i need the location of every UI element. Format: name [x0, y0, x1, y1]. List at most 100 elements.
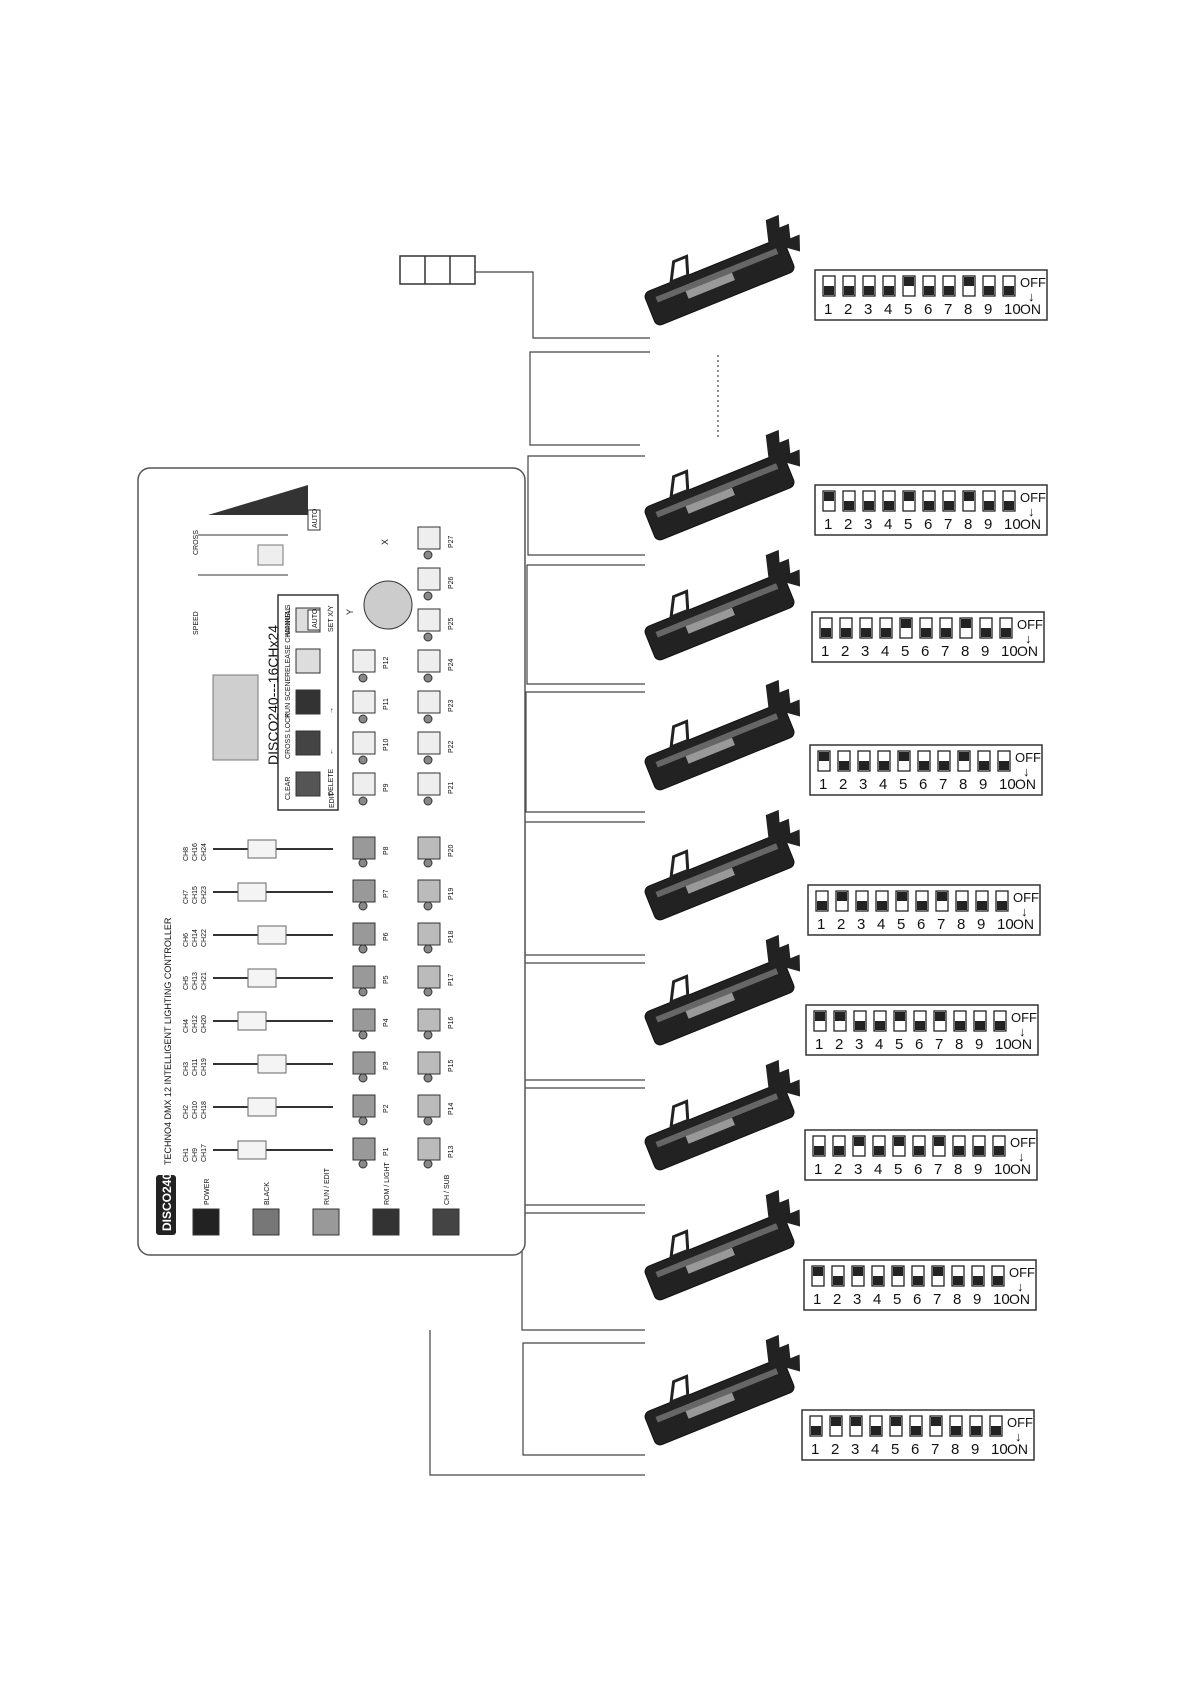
program-button-P4[interactable] — [352, 1008, 376, 1032]
dip-1-switch-1[interactable] — [822, 275, 836, 297]
program-button-P9[interactable] — [352, 772, 376, 796]
program-button-P25[interactable] — [417, 608, 441, 632]
dip-9-switch-6[interactable] — [909, 1415, 923, 1437]
dip-5-switch-9[interactable] — [975, 890, 989, 912]
program-button-P3[interactable] — [352, 1051, 376, 1075]
program-button-P22[interactable] — [417, 731, 441, 755]
dip-8-switch-5[interactable] — [891, 1265, 905, 1287]
dip-3-switch-5[interactable] — [899, 617, 913, 639]
dip-1-switch-9[interactable] — [982, 275, 996, 297]
program-button-P8[interactable] — [352, 836, 376, 860]
fader-knob-3[interactable] — [237, 1011, 267, 1031]
program-button-P7[interactable] — [352, 879, 376, 903]
dip-4-switch-7[interactable] — [937, 750, 951, 772]
program-button-P23[interactable] — [417, 690, 441, 714]
dip-7-switch-5[interactable] — [892, 1135, 906, 1157]
dip-7-switch-3[interactable] — [852, 1135, 866, 1157]
dip-4-switch-1[interactable] — [817, 750, 831, 772]
dip-3-switch-8[interactable] — [959, 617, 973, 639]
dip-4-switch-6[interactable] — [917, 750, 931, 772]
dip-1-switch-4[interactable] — [882, 275, 896, 297]
dip-8-switch-9[interactable] — [971, 1265, 985, 1287]
left-button-1[interactable] — [252, 1208, 280, 1236]
dip-1-switch-5[interactable] — [902, 275, 916, 297]
dip-7-switch-2[interactable] — [832, 1135, 846, 1157]
left-button-3[interactable] — [372, 1208, 400, 1236]
dip-1-switch-2[interactable] — [842, 275, 856, 297]
program-button-P21[interactable] — [417, 772, 441, 796]
dip-2-switch-1[interactable] — [822, 490, 836, 512]
dip-9-switch-2[interactable] — [829, 1415, 843, 1437]
dip-2-switch-9[interactable] — [982, 490, 996, 512]
fader-knob-0[interactable] — [237, 1140, 267, 1160]
dip-5-switch-8[interactable] — [955, 890, 969, 912]
dip-5-switch-5[interactable] — [895, 890, 909, 912]
dip-5-switch-1[interactable] — [815, 890, 829, 912]
dip-4-switch-3[interactable] — [857, 750, 871, 772]
program-button-P12[interactable] — [352, 649, 376, 673]
dip-2-switch-3[interactable] — [862, 490, 876, 512]
dip-3-switch-2[interactable] — [839, 617, 853, 639]
dip-7-switch-8[interactable] — [952, 1135, 966, 1157]
program-button-P27[interactable] — [417, 526, 441, 550]
dip-8-switch-8[interactable] — [951, 1265, 965, 1287]
dip-9-switch-10[interactable] — [989, 1415, 1003, 1437]
program-button-P11[interactable] — [352, 690, 376, 714]
dip-6-switch-3[interactable] — [853, 1010, 867, 1032]
dip-9-switch-5[interactable] — [889, 1415, 903, 1437]
left-button-4[interactable] — [432, 1208, 460, 1236]
dip-6-switch-9[interactable] — [973, 1010, 987, 1032]
dip-4-switch-9[interactable] — [977, 750, 991, 772]
program-button-P18[interactable] — [417, 922, 441, 946]
dip-9-switch-8[interactable] — [949, 1415, 963, 1437]
dip-4-switch-4[interactable] — [877, 750, 891, 772]
dip-4-switch-8[interactable] — [957, 750, 971, 772]
program-button-P24[interactable] — [417, 649, 441, 673]
dip-2-switch-10[interactable] — [1002, 490, 1016, 512]
program-button-P2[interactable] — [352, 1094, 376, 1118]
left-button-0[interactable] — [192, 1208, 220, 1236]
dip-3-switch-9[interactable] — [979, 617, 993, 639]
dip-8-switch-7[interactable] — [931, 1265, 945, 1287]
dip-3-switch-4[interactable] — [879, 617, 893, 639]
dip-9-switch-3[interactable] — [849, 1415, 863, 1437]
left-button-2[interactable] — [312, 1208, 340, 1236]
dip-3-switch-10[interactable] — [999, 617, 1013, 639]
program-button-P17[interactable] — [417, 965, 441, 989]
dip-1-switch-6[interactable] — [922, 275, 936, 297]
dip-6-switch-4[interactable] — [873, 1010, 887, 1032]
dip-8-switch-1[interactable] — [811, 1265, 825, 1287]
dip-6-switch-6[interactable] — [913, 1010, 927, 1032]
dip-4-switch-10[interactable] — [997, 750, 1011, 772]
dip-2-switch-7[interactable] — [942, 490, 956, 512]
dip-6-switch-8[interactable] — [953, 1010, 967, 1032]
program-button-P14[interactable] — [417, 1094, 441, 1118]
dip-9-switch-1[interactable] — [809, 1415, 823, 1437]
dip-6-switch-5[interactable] — [893, 1010, 907, 1032]
dip-2-switch-2[interactable] — [842, 490, 856, 512]
dip-3-switch-7[interactable] — [939, 617, 953, 639]
program-button-P16[interactable] — [417, 1008, 441, 1032]
fader-knob-6[interactable] — [237, 882, 267, 902]
fader-knob-1[interactable] — [247, 1097, 277, 1117]
dip-8-switch-10[interactable] — [991, 1265, 1005, 1287]
dip-3-switch-3[interactable] — [859, 617, 873, 639]
dip-5-switch-3[interactable] — [855, 890, 869, 912]
dip-5-switch-2[interactable] — [835, 890, 849, 912]
dip-7-switch-7[interactable] — [932, 1135, 946, 1157]
dip-9-switch-9[interactable] — [969, 1415, 983, 1437]
function-button-2[interactable] — [295, 689, 321, 715]
function-button-3[interactable] — [295, 648, 321, 674]
fader-knob-2[interactable] — [257, 1054, 287, 1074]
dip-6-switch-10[interactable] — [993, 1010, 1007, 1032]
dip-1-switch-7[interactable] — [942, 275, 956, 297]
dip-5-switch-4[interactable] — [875, 890, 889, 912]
dip-6-switch-1[interactable] — [813, 1010, 827, 1032]
program-button-P26[interactable] — [417, 567, 441, 591]
dip-3-switch-1[interactable] — [819, 617, 833, 639]
dip-4-switch-2[interactable] — [837, 750, 851, 772]
program-button-P15[interactable] — [417, 1051, 441, 1075]
dip-8-switch-3[interactable] — [851, 1265, 865, 1287]
program-button-P6[interactable] — [352, 922, 376, 946]
dip-6-switch-2[interactable] — [833, 1010, 847, 1032]
